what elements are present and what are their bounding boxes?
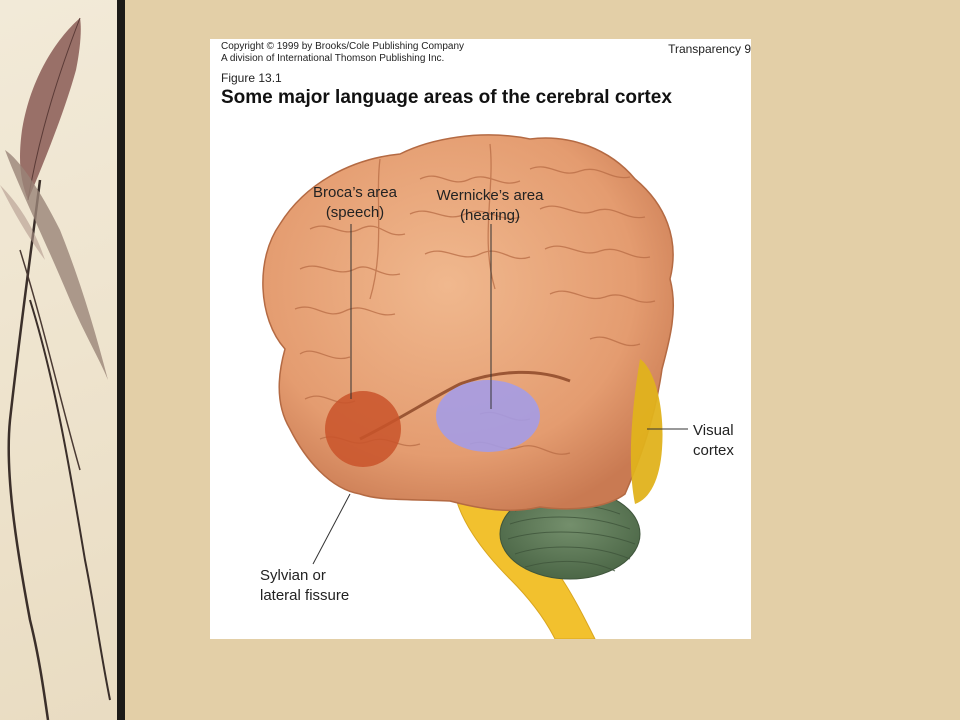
wernicke-area-label: Wernicke’s area (hearing) (436, 187, 544, 224)
copyright-line-2: A division of International Thomson Publ… (221, 53, 445, 64)
transparency-label: Transparency 9 (668, 42, 751, 56)
copyright-line-1: Copyright © 1999 by Brooks/Cole Publishi… (221, 41, 465, 52)
brain-diagram (262, 134, 688, 639)
decorative-leaf-panel (0, 0, 117, 720)
visual-cortex-label: Visual cortex (693, 422, 734, 459)
visual-cortex-shape (630, 359, 663, 504)
sylvian-fissure-label: Sylvian or lateral fissure (260, 567, 350, 604)
leaf-branch-illustration (0, 17, 111, 720)
vertical-divider (117, 0, 125, 720)
figure-panel: Copyright © 1999 by Brooks/Cole Publishi… (210, 39, 751, 639)
broca-area-label: Broca’s area (speech) (313, 184, 397, 221)
figure-number: Figure 13.1 (221, 71, 282, 85)
figure-title: Some major language areas of the cerebra… (221, 87, 672, 108)
wernicke-area-shape (436, 380, 540, 452)
broca-area-shape (325, 391, 401, 467)
